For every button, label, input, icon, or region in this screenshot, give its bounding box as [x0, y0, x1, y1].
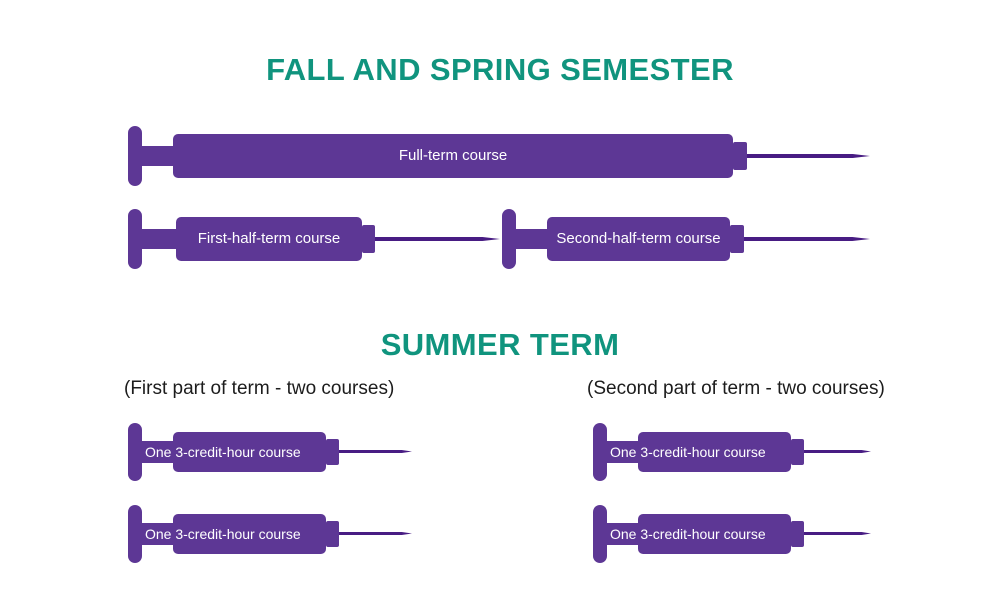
course-bar — [173, 134, 733, 178]
needle-line — [747, 154, 870, 158]
plunger-stem — [140, 523, 173, 545]
course-bar — [638, 514, 791, 554]
course-bar — [173, 514, 326, 554]
course-bar-label: One 3-credit-hour course — [145, 444, 301, 460]
needle-line — [804, 450, 871, 453]
plunger-cap — [502, 209, 516, 269]
plunger-stem — [605, 523, 638, 545]
summer-first-part-subtitle: (First part of term - two courses) — [124, 378, 395, 399]
course-bar-label: One 3-credit-hour course — [145, 526, 301, 542]
barrel-tip — [733, 142, 747, 170]
course-bar — [176, 217, 362, 261]
course-bar — [547, 217, 730, 261]
course-bar — [173, 432, 326, 472]
plunger-stem — [140, 146, 175, 166]
barrel-tip — [730, 225, 744, 253]
plunger-cap — [593, 505, 607, 563]
plunger-stem — [514, 229, 547, 249]
barrel-tip — [791, 521, 804, 547]
fall-spring-title: FALL AND SPRING SEMESTER — [266, 52, 734, 87]
barrel-tip — [362, 225, 375, 253]
needle-line — [339, 450, 412, 453]
course-bar-label: One 3-credit-hour course — [610, 526, 766, 542]
plunger-cap — [128, 505, 142, 563]
plunger-cap — [128, 423, 142, 481]
needle-line — [339, 532, 412, 535]
course-bar-label: First-half-term course — [197, 230, 341, 247]
barrel-tip — [791, 439, 804, 465]
plunger-stem — [140, 229, 176, 249]
plunger-stem — [140, 441, 173, 463]
summer-second-part-subtitle: (Second part of term - two courses) — [587, 378, 885, 399]
needle-line — [744, 237, 870, 241]
summer-title: SUMMER TERM — [380, 327, 620, 362]
course-bar — [638, 432, 791, 472]
course-bar-label: Second-half-term course — [556, 230, 721, 247]
barrel-tip — [326, 439, 339, 465]
plunger-stem — [605, 441, 638, 463]
course-bar-label: One 3-credit-hour course — [610, 444, 766, 460]
barrel-tip — [326, 521, 339, 547]
needle-line — [375, 237, 500, 241]
course-bar-label: Full-term course — [398, 147, 508, 164]
plunger-cap — [128, 126, 142, 186]
plunger-cap — [593, 423, 607, 481]
needle-line — [804, 532, 871, 535]
plunger-cap — [128, 209, 142, 269]
